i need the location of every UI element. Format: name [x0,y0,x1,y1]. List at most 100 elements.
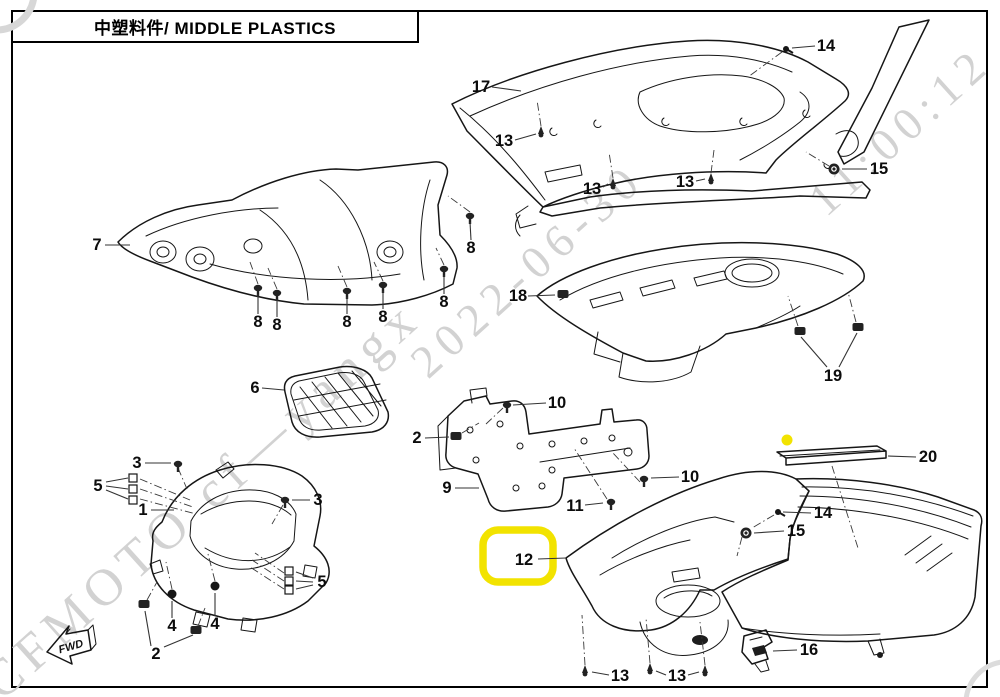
part-callout-10[interactable]: 10 [548,394,566,412]
part-callout-13[interactable]: 13 [495,132,513,150]
part-callout-19[interactable]: 19 [824,367,842,385]
leader-line [650,476,680,479]
leader-line [105,489,129,500]
rivet-icon [210,581,220,591]
square-clip-icon [284,566,294,576]
square-clip-icon [128,473,138,483]
leader-line [772,649,798,652]
nut-icon [827,162,841,176]
square-clip-icon [284,576,294,586]
part-callout-13[interactable]: 13 [611,667,629,685]
leader-line [163,634,194,648]
part-18-drawing [536,241,865,383]
leader-line [469,221,472,241]
part-callout-8[interactable]: 8 [439,293,448,311]
part-callout-7[interactable]: 7 [92,236,101,254]
nut-icon [739,526,753,540]
watermark-text: CFMOTO cf—yangx [0,288,432,697]
leader-line [695,178,706,182]
leader-line [512,402,547,406]
page-border [11,10,988,688]
clip-icon [794,327,806,335]
part-callout-2[interactable]: 2 [412,429,421,447]
part-callout-15[interactable]: 15 [787,522,805,540]
part-callout-17[interactable]: 17 [472,78,490,96]
part-17-drawing [451,19,930,237]
part-callout-9[interactable]: 9 [442,479,451,497]
pin-fastener-icon [647,663,653,675]
part-callout-8[interactable]: 8 [342,313,351,331]
rivet-icon [167,589,177,599]
part-callout-10[interactable]: 10 [681,468,699,486]
part-callout-20[interactable]: 20 [919,448,937,466]
part-callout-13[interactable]: 13 [676,173,694,191]
leader-line [753,530,785,534]
highlight-box[interactable] [479,526,557,586]
pin-fastener-icon [708,173,714,185]
leader-line [261,387,285,391]
leader-line [782,511,812,514]
leader-line [791,45,816,49]
watermark-arc-topleft [0,0,37,34]
leader-line [424,436,450,439]
part-callout-3[interactable]: 3 [313,491,322,509]
part-callout-12[interactable]: 12 [515,551,533,569]
leader-line [144,610,152,647]
part-callout-15[interactable]: 15 [870,160,888,178]
part-12-drawing [565,445,983,677]
part-callout-1[interactable]: 1 [138,501,147,519]
clip-icon [557,290,569,298]
leader-line [655,670,667,676]
part-callout-2[interactable]: 2 [151,645,160,663]
part-callout-8[interactable]: 8 [378,308,387,326]
leader-line [105,477,129,483]
clip-icon [190,626,202,634]
page-title: 中塑料件/ MIDDLE PLASTICS [11,10,419,43]
pin-fastener-icon [538,126,544,138]
highlight-dot [781,434,793,446]
leader-line [295,584,314,590]
clip-icon [852,323,864,331]
leader-line [105,485,129,490]
leader-line [887,455,917,458]
part-16-drawing [741,629,773,673]
part-callout-14[interactable]: 14 [817,37,836,55]
part-callout-5[interactable]: 5 [317,573,326,591]
leader-line [514,133,537,141]
leader-line [687,671,700,676]
part-1-drawing [128,460,330,634]
part-callout-8[interactable]: 8 [253,313,262,331]
leader-line [591,671,610,676]
part-callout-4[interactable]: 4 [210,615,220,633]
leader-line [838,332,858,368]
screw-icon [639,475,649,487]
watermark-text: 2022-06-30 [401,152,654,387]
leader-line [584,502,604,506]
part-callout-6[interactable]: 6 [250,379,259,397]
leader-line [491,86,522,92]
part-callout-11[interactable]: 11 [566,497,583,515]
part-callout-18[interactable]: 18 [509,287,527,305]
part-callout-4[interactable]: 4 [167,617,177,635]
part-callout-8[interactable]: 8 [466,239,475,257]
part-callout-3[interactable]: 3 [132,454,141,472]
part-callout-16[interactable]: 16 [800,641,818,659]
part-7-drawing [117,161,475,306]
clip-icon [138,600,150,608]
pin-fastener-icon [702,665,708,677]
part-callout-5[interactable]: 5 [93,477,102,495]
clip-icon [450,432,462,440]
part-callout-13[interactable]: 13 [668,667,686,685]
leader-line [800,336,828,368]
leader-line [602,183,609,188]
part-callout-13[interactable]: 13 [583,180,601,198]
part-callout-14[interactable]: 14 [814,504,833,522]
square-clip-icon [128,484,138,494]
leader-line [295,571,314,579]
screw-icon [502,401,512,413]
part-callout-8[interactable]: 8 [272,316,281,334]
square-clip-icon [284,585,294,595]
